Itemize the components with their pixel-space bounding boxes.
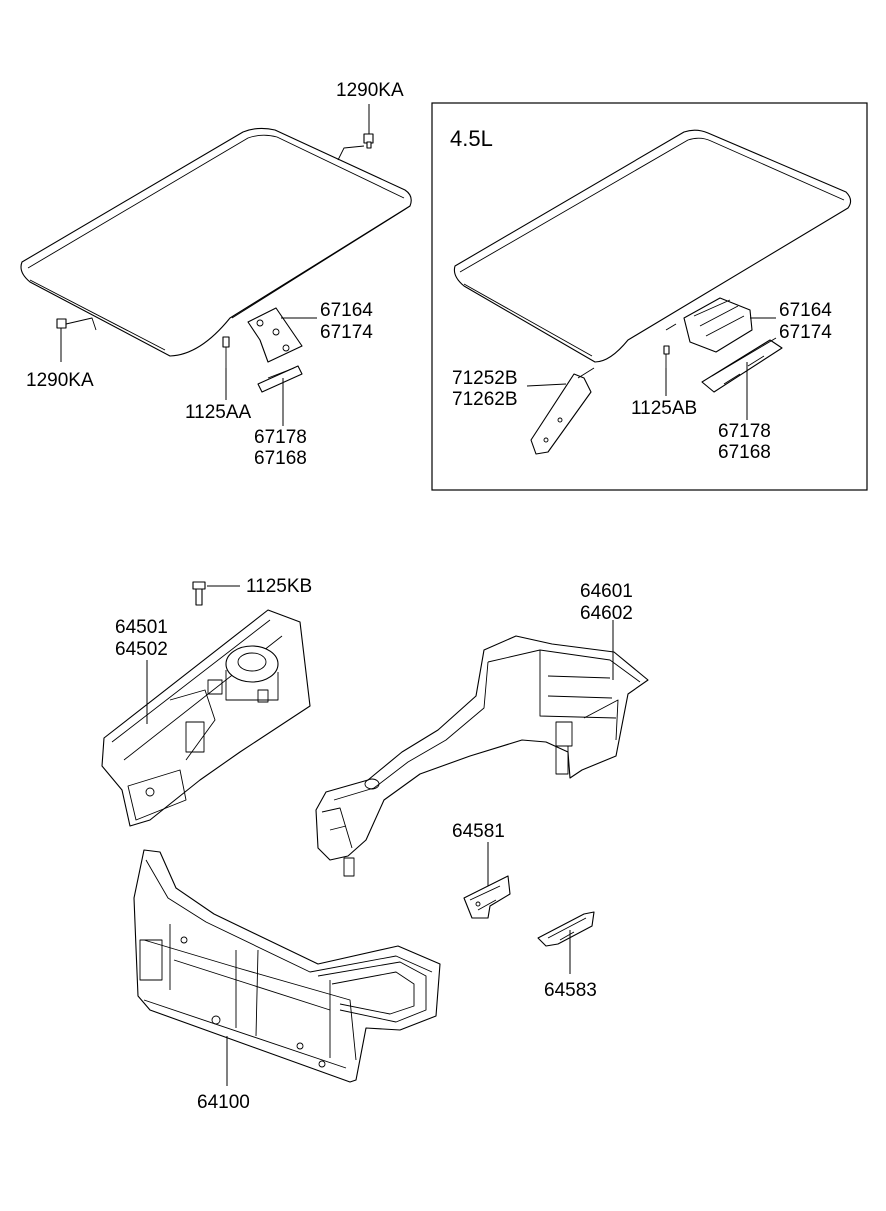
label-64601: 64601 — [580, 581, 633, 602]
label-1290ka-left: 1290KA — [26, 370, 94, 391]
label-4-5l: 4.5L — [450, 126, 493, 151]
label-64502: 64502 — [115, 639, 168, 660]
label-1125aa: 1125AA — [185, 402, 252, 423]
label-1125kb: 1125KB — [246, 576, 312, 597]
label-64602: 64602 — [580, 603, 633, 624]
front-side-member — [315, 620, 649, 877]
label-64501: 64501 — [115, 617, 168, 638]
label-1125ab: 1125AB — [631, 398, 697, 419]
bracket-64581 — [463, 842, 511, 919]
label-71262b: 71262B — [452, 389, 518, 410]
label-67168-std: 67168 — [254, 448, 307, 469]
roof-std-leaders — [60, 104, 370, 426]
label-67164-45l: 67164 — [779, 300, 832, 321]
label-64581: 64581 — [452, 821, 505, 842]
label-64583: 64583 — [544, 980, 597, 1001]
label-67168-45l: 67168 — [718, 442, 771, 463]
bracket-64583 — [537, 911, 595, 974]
label-67164-std: 67164 — [320, 300, 373, 321]
label-67174-std: 67174 — [320, 322, 373, 343]
front-apron-assembly — [101, 581, 311, 827]
label-67178-45l: 67178 — [718, 421, 771, 442]
label-67178-std: 67178 — [254, 427, 307, 448]
label-67174-45l: 67174 — [779, 322, 832, 343]
roof-panel-standard — [20, 127, 412, 393]
label-71252b: 71252B — [452, 368, 518, 389]
front-end-carrier — [133, 849, 441, 1086]
label-64100: 64100 — [197, 1092, 250, 1113]
variant-box-4-5l: 4.5L — [431, 102, 868, 491]
label-1290ka-top: 1290KA — [336, 80, 404, 101]
